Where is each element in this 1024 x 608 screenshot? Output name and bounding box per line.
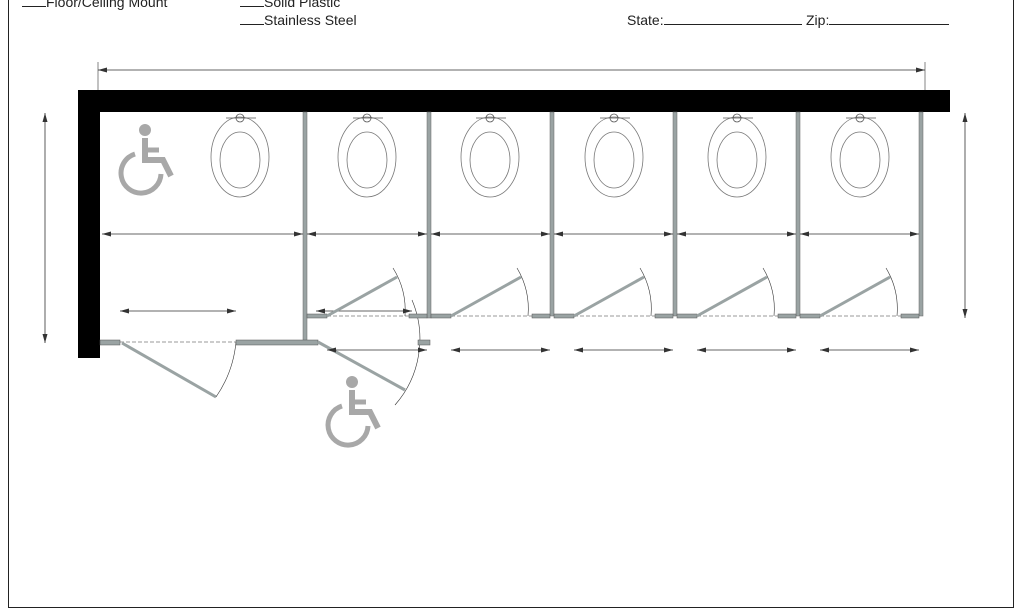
toilet-seat-icon (346, 131, 388, 189)
back-wall (78, 90, 950, 112)
door-swing-arc (394, 299, 421, 406)
arrowhead (910, 231, 919, 237)
toilet-seat-icon (839, 131, 881, 189)
arrowhead (664, 231, 673, 237)
arrowhead (42, 334, 48, 343)
arrowhead (418, 347, 427, 353)
arrowhead (962, 309, 968, 318)
arrowhead (431, 231, 440, 237)
arrowhead (787, 231, 796, 237)
partition-panel (918, 111, 924, 317)
door-swing-arc (516, 267, 529, 317)
partition-panel (426, 111, 432, 319)
arrowhead (800, 231, 809, 237)
arrowhead (677, 231, 686, 237)
pilaster (799, 313, 821, 319)
option-stainless-steel[interactable]: Stainless Steel (240, 12, 357, 28)
door-swing-arc (885, 267, 898, 317)
option-floor-ceiling-mount[interactable]: Floor/Ceiling Mount (22, 0, 167, 10)
arrowhead (697, 347, 706, 353)
arrowhead (227, 308, 236, 314)
state-field[interactable]: State: (627, 12, 802, 28)
pilaster (408, 313, 428, 319)
arrowhead (418, 231, 427, 237)
option-solid-plastic[interactable]: Solid Plastic (240, 0, 340, 10)
toilet-icon (830, 116, 890, 198)
toilet-seat-icon (716, 131, 758, 189)
door-panel (696, 275, 768, 318)
toilet-seat-icon (469, 131, 511, 189)
arrowhead (102, 231, 111, 237)
pilaster (676, 313, 698, 319)
zip-label: Zip: (806, 12, 830, 28)
option-label: Floor/Ceiling Mount (46, 0, 168, 10)
partition-panel (302, 111, 308, 343)
arrowhead (910, 347, 919, 353)
arrowhead (541, 231, 550, 237)
option-label: Stainless Steel (264, 12, 357, 28)
toilet-icon (460, 116, 520, 198)
door-panel (573, 275, 645, 318)
arrowhead (541, 347, 550, 353)
arrowhead (403, 308, 412, 314)
door-swing-arc (215, 341, 237, 398)
arrowhead (820, 347, 829, 353)
toilet-icon (584, 116, 644, 198)
arrowhead (451, 347, 460, 353)
pilaster (306, 313, 328, 319)
partition-panel (795, 111, 801, 317)
accessibility-icon (118, 151, 164, 196)
side-wall (78, 90, 100, 358)
arrowhead (916, 67, 925, 73)
accessibility-icon (325, 403, 371, 448)
partition-panel (549, 111, 555, 317)
accessibility-icon (139, 124, 151, 136)
state-label: State: (627, 12, 664, 28)
pilaster (417, 339, 431, 346)
pilaster (430, 313, 452, 319)
accessibility-icon (349, 390, 381, 430)
arrowhead (120, 308, 129, 314)
toilet-icon (707, 116, 767, 198)
door-panel (819, 275, 891, 318)
door-panel (121, 341, 217, 399)
arrowhead (98, 67, 107, 73)
arrowhead (787, 347, 796, 353)
arrowhead (962, 113, 968, 122)
door-panel (450, 275, 522, 318)
arrowhead (307, 231, 316, 237)
arrowhead (574, 347, 583, 353)
zip-field[interactable]: Zip: (806, 12, 950, 28)
door-swing-arc (639, 267, 652, 317)
door-panel (326, 275, 398, 318)
arrowhead (327, 347, 336, 353)
door-swing-arc (762, 267, 775, 317)
arrowhead (554, 231, 563, 237)
arrowhead (294, 231, 303, 237)
front-panel (235, 339, 319, 346)
toilet-icon (337, 116, 397, 198)
arrowhead (664, 347, 673, 353)
accessibility-icon (142, 138, 174, 178)
pilaster (654, 313, 674, 319)
pilaster (900, 313, 920, 319)
arrowhead (42, 113, 48, 122)
pilaster (777, 313, 797, 319)
pilaster (99, 339, 121, 346)
toilet-icon (210, 116, 270, 198)
partition-panel (672, 111, 678, 317)
pilaster (553, 313, 575, 319)
toilet-seat-icon (219, 131, 261, 189)
accessibility-icon (346, 376, 358, 388)
pilaster (531, 313, 551, 319)
arrowhead (316, 308, 325, 314)
door-swing-arc (392, 267, 406, 317)
option-label: Solid Plastic (264, 0, 341, 10)
toilet-seat-icon (593, 131, 635, 189)
